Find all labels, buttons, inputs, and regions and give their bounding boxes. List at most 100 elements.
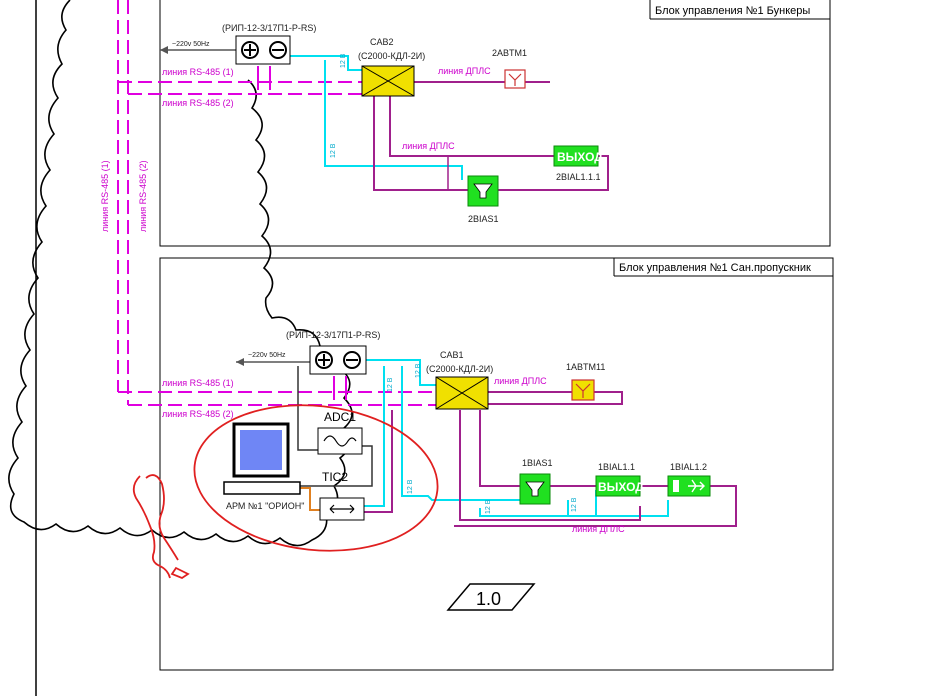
lower-atm-antenna-icon (575, 383, 591, 398)
lower-rs485-1-label: линия RS-485 (1) (162, 378, 234, 388)
sheet-reference: 1.0 (446, 583, 536, 611)
revision-cloud (8, 0, 353, 547)
lower-adc-label: ADC1 (324, 410, 356, 424)
upper-rip-unit: (РИП-12-3/17П1-Р-RS) ~220v 50Hz (160, 23, 316, 65)
block-bunkers: Блок управления №1 Бункеры (159, 0, 831, 247)
lower-mains-label: ~220v 50Hz (248, 352, 286, 359)
block-bunkers-title: Блок управления №1 Бункеры (655, 5, 810, 17)
upper-cab2-device: CAB2 (С2000-КДЛ-2И) (358, 37, 425, 97)
lower-cab1-label: CAB1 (440, 350, 464, 360)
upper-rip-label: (РИП-12-3/17П1-Р-RS) (222, 23, 316, 33)
lower-wiring (118, 359, 737, 527)
upper-mains-label: ~220v 50Hz (172, 41, 210, 48)
lower-power-tic (364, 366, 385, 507)
upper-power-12v-siren (324, 60, 463, 180)
block-sanpropusknik-title: Блок управления №1 Сан.пропускник (619, 262, 811, 274)
lower-rip-label: (РИП-12-3/17П1-Р-RS) (286, 330, 380, 340)
lower-exit-text: ВЫХОД (598, 480, 644, 494)
sheet-ref-number: 1.0 (476, 589, 501, 609)
rs485-1-vertical-label: линия RS-485 (1) (100, 160, 110, 232)
lower-evac-door-icon (673, 480, 679, 492)
lower-rip-unit: (РИП-12-3/17П1-Р-RS) ~220v 50Hz (236, 330, 380, 375)
lower-evac-tag: 1BIAL1.2 (670, 462, 707, 472)
lower-adc-device: ADC1 (317, 410, 363, 455)
lower-12v-label-d: 12 В (485, 499, 492, 514)
upper-exit-sign: ВЫХОД 2BIAL1.1.1 (553, 145, 603, 182)
lower-dark-adc (297, 366, 318, 451)
lower-evac-runner-icon (688, 479, 705, 493)
lower-rs485-2-label: линия RS-485 (2) (162, 409, 234, 419)
lower-tic-label: TIC2 (322, 470, 348, 484)
upper-cab2-model: (С2000-КДЛ-2И) (358, 51, 425, 61)
lower-siren: 1BIAS1 (519, 458, 553, 505)
lower-power-line-2 (401, 366, 520, 501)
lower-tic-device: TIC2 (319, 470, 365, 521)
lower-power-line-4 (567, 500, 669, 517)
rs485-2-vertical-label: линия RS-485 (2) (138, 160, 148, 232)
lower-dpls-loop-1 (479, 410, 522, 487)
lower-12v-label-a: 12 В (387, 377, 394, 392)
upper-exit-box (553, 145, 599, 167)
lower-arm-workstation: АРМ №1 "ОРИОН" (223, 422, 304, 511)
lower-mains-arrow-icon (236, 358, 244, 366)
upper-cab2-label: CAB2 (370, 37, 394, 47)
block-sanpropusknik: Блок управления №1 Сан.пропускник (159, 257, 834, 671)
arm-monitor-screen (240, 430, 282, 470)
lower-orange-link (300, 487, 320, 511)
upper-siren: 2BIAS1 (467, 175, 499, 224)
lower-adc-box (317, 427, 363, 455)
upper-siren-horn-icon (473, 183, 493, 199)
upper-12v-label-b: 12 В (330, 143, 337, 158)
lower-12v-label-b: 12 В (415, 363, 422, 378)
lower-power-cab (366, 359, 436, 386)
upper-12v-label-a: 12 В (340, 53, 347, 68)
upper-exit-tag: 2BIAL1.1.1 (556, 172, 601, 182)
lower-evac-sign: 1BIAL1.2 (667, 462, 711, 497)
lower-exit-tag: 1BIAL1.1 (598, 462, 635, 472)
upper-power-12v-cab (290, 55, 362, 71)
lower-tic-arrows-icon (329, 504, 355, 514)
red-markup (132, 404, 439, 580)
lower-dpls-atm (488, 391, 623, 405)
red-markup-ellipse (193, 404, 439, 552)
lower-dpls-loop-2 (459, 410, 641, 521)
red-markup-scribble (132, 474, 190, 580)
upper-exit-text: ВЫХОД (557, 150, 603, 164)
upper-dpls-loop-2 (373, 94, 609, 191)
lower-atm-label: 1ABTM11 (566, 362, 605, 372)
lower-dpls-tic (364, 410, 393, 513)
lower-power-line-3 (479, 490, 597, 517)
sheet-ref-parallelogram (446, 583, 536, 611)
lower-12v-label-c: 12 В (407, 479, 414, 494)
upper-rs485-1-label: линия RS-485 (1) (162, 67, 234, 77)
lower-adc-sine-icon (323, 435, 357, 447)
lower-exit-box (595, 475, 641, 497)
lower-siren-horn-icon (525, 481, 545, 497)
lower-cab1-model: (С2000-КДЛ-2И) (426, 364, 493, 374)
block-bunkers-frame (159, 0, 831, 247)
upper-atm-antenna-icon (508, 73, 522, 86)
upper-atm-label: 2ABTM1 (492, 48, 527, 58)
upper-dpls-loop-1 (389, 94, 556, 157)
lower-dpls-label-1: линия ДПЛС (494, 376, 547, 386)
upper-wiring (118, 49, 609, 191)
upper-dpls-label-2: линия ДПЛС (402, 141, 455, 151)
upper-mains-arrow-icon (160, 46, 168, 54)
upper-cab2-diag-2 (361, 65, 415, 97)
vertical-rs485-trunks: линия RS-485 (1) линия RS-485 (2) (100, 0, 148, 405)
upper-dpls-label-1: линия ДПЛС (438, 66, 491, 76)
lower-cab1-device: CAB1 (С2000-КДЛ-2И) (426, 350, 493, 410)
lower-siren-tag: 1BIAS1 (522, 458, 553, 468)
upper-rs485-2-label: линия RS-485 (2) (162, 98, 234, 108)
lower-exit-sign: ВЫХОД 1BIAL1.1 (595, 462, 644, 497)
lower-dpls-label-2: линия ДПЛС (572, 524, 625, 534)
block-sanpropusknik-frame (159, 257, 834, 671)
lower-12v-label-e: 12 В (571, 497, 578, 512)
lower-atm-device: 1ABTM11 (566, 362, 605, 401)
lower-dark-tic (300, 445, 373, 487)
upper-atm-device: 2ABTM1 (492, 48, 527, 89)
arm-label: АРМ №1 "ОРИОН" (226, 501, 304, 511)
upper-siren-tag: 2BIAS1 (468, 214, 499, 224)
arm-keyboard (223, 481, 301, 495)
